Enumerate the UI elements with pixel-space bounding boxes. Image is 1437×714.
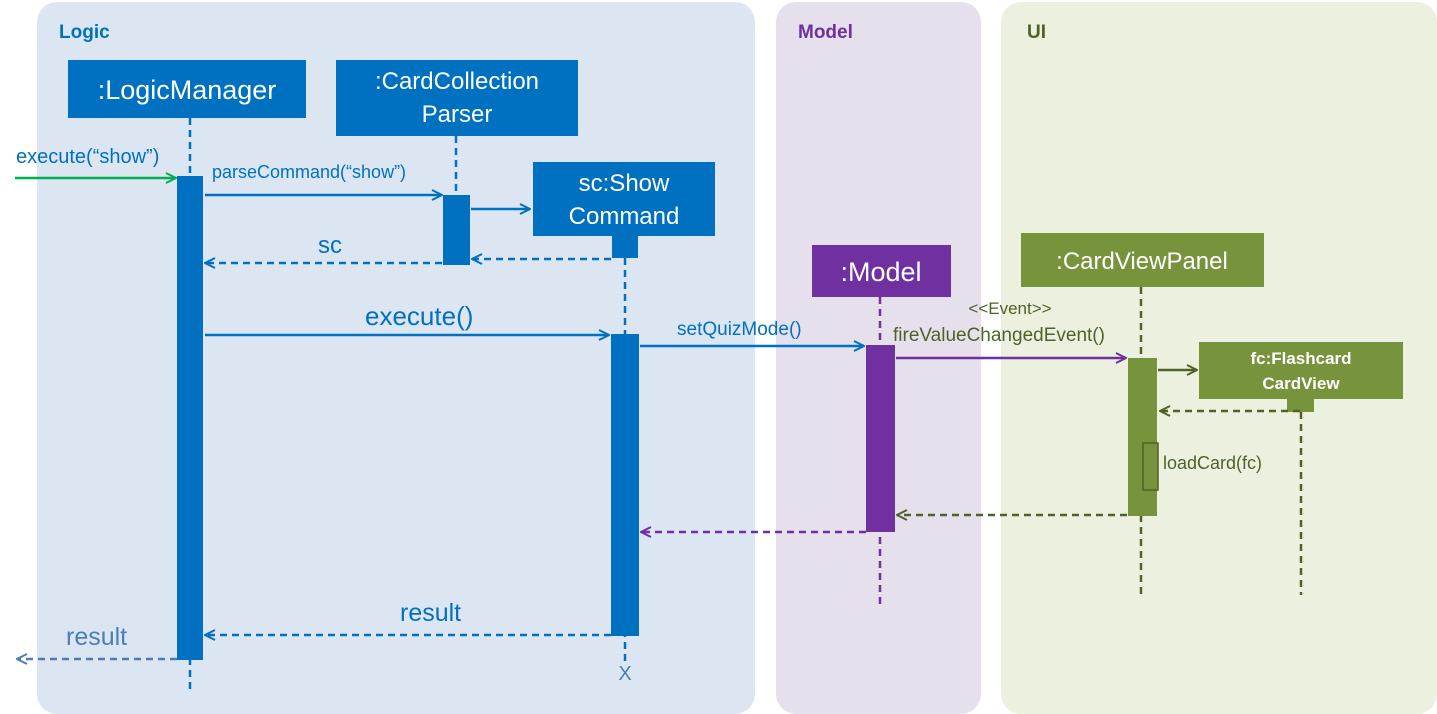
- svg-text:CardView: CardView: [1262, 374, 1340, 393]
- label-fire-value-changed: fireValueChangedEvent(): [893, 325, 1105, 346]
- activation-load-card: [1142, 442, 1159, 491]
- participant-show-command: sc:Show Command: [533, 162, 715, 258]
- activation-card-collection-parser: [443, 195, 470, 265]
- logic-lane-title: Logic: [59, 22, 110, 43]
- svg-text::LogicManager: :LogicManager: [98, 75, 277, 105]
- destroy-marker: X: [618, 663, 631, 685]
- label-event-stereotype: <<Event>>: [968, 299, 1051, 318]
- svg-text::CardViewPanel: :CardViewPanel: [1056, 248, 1228, 275]
- participant-flashcard-card-view: fc:Flashcard CardView: [1199, 342, 1403, 412]
- svg-text:sc:Show: sc:Show: [579, 170, 670, 197]
- label-set-quiz-mode: setQuizMode(): [677, 319, 802, 340]
- model-lane-title: Model: [798, 22, 853, 43]
- label-return-sc: sc: [318, 232, 342, 259]
- label-return-result-inner: result: [400, 599, 461, 627]
- participant-model: :Model: [812, 245, 951, 297]
- activation-card-view-panel: [1128, 358, 1157, 516]
- activation-model: [866, 345, 895, 532]
- svg-text:fc:Flashcard: fc:Flashcard: [1250, 349, 1351, 368]
- label-parse-command: parseCommand(“show”): [212, 162, 406, 182]
- svg-text::CardCollection: :CardCollection: [375, 68, 539, 95]
- label-execute-show: execute(“show”): [16, 146, 159, 168]
- label-return-result-outer: result: [66, 623, 127, 651]
- participant-card-collection-parser: :CardCollection Parser: [336, 60, 578, 136]
- svg-text::Model: :Model: [840, 257, 921, 287]
- participant-card-view-panel: :CardViewPanel: [1021, 233, 1264, 287]
- activation-show-command: [611, 334, 639, 636]
- svg-text:Command: Command: [569, 203, 680, 230]
- label-execute: execute(): [365, 301, 473, 331]
- label-load-card: loadCard(fc): [1163, 453, 1262, 473]
- participant-logic-manager: :LogicManager: [68, 60, 306, 118]
- activation-logic-manager: [177, 176, 203, 660]
- ui-lane-title: UI: [1027, 22, 1046, 43]
- svg-text:Parser: Parser: [422, 101, 493, 128]
